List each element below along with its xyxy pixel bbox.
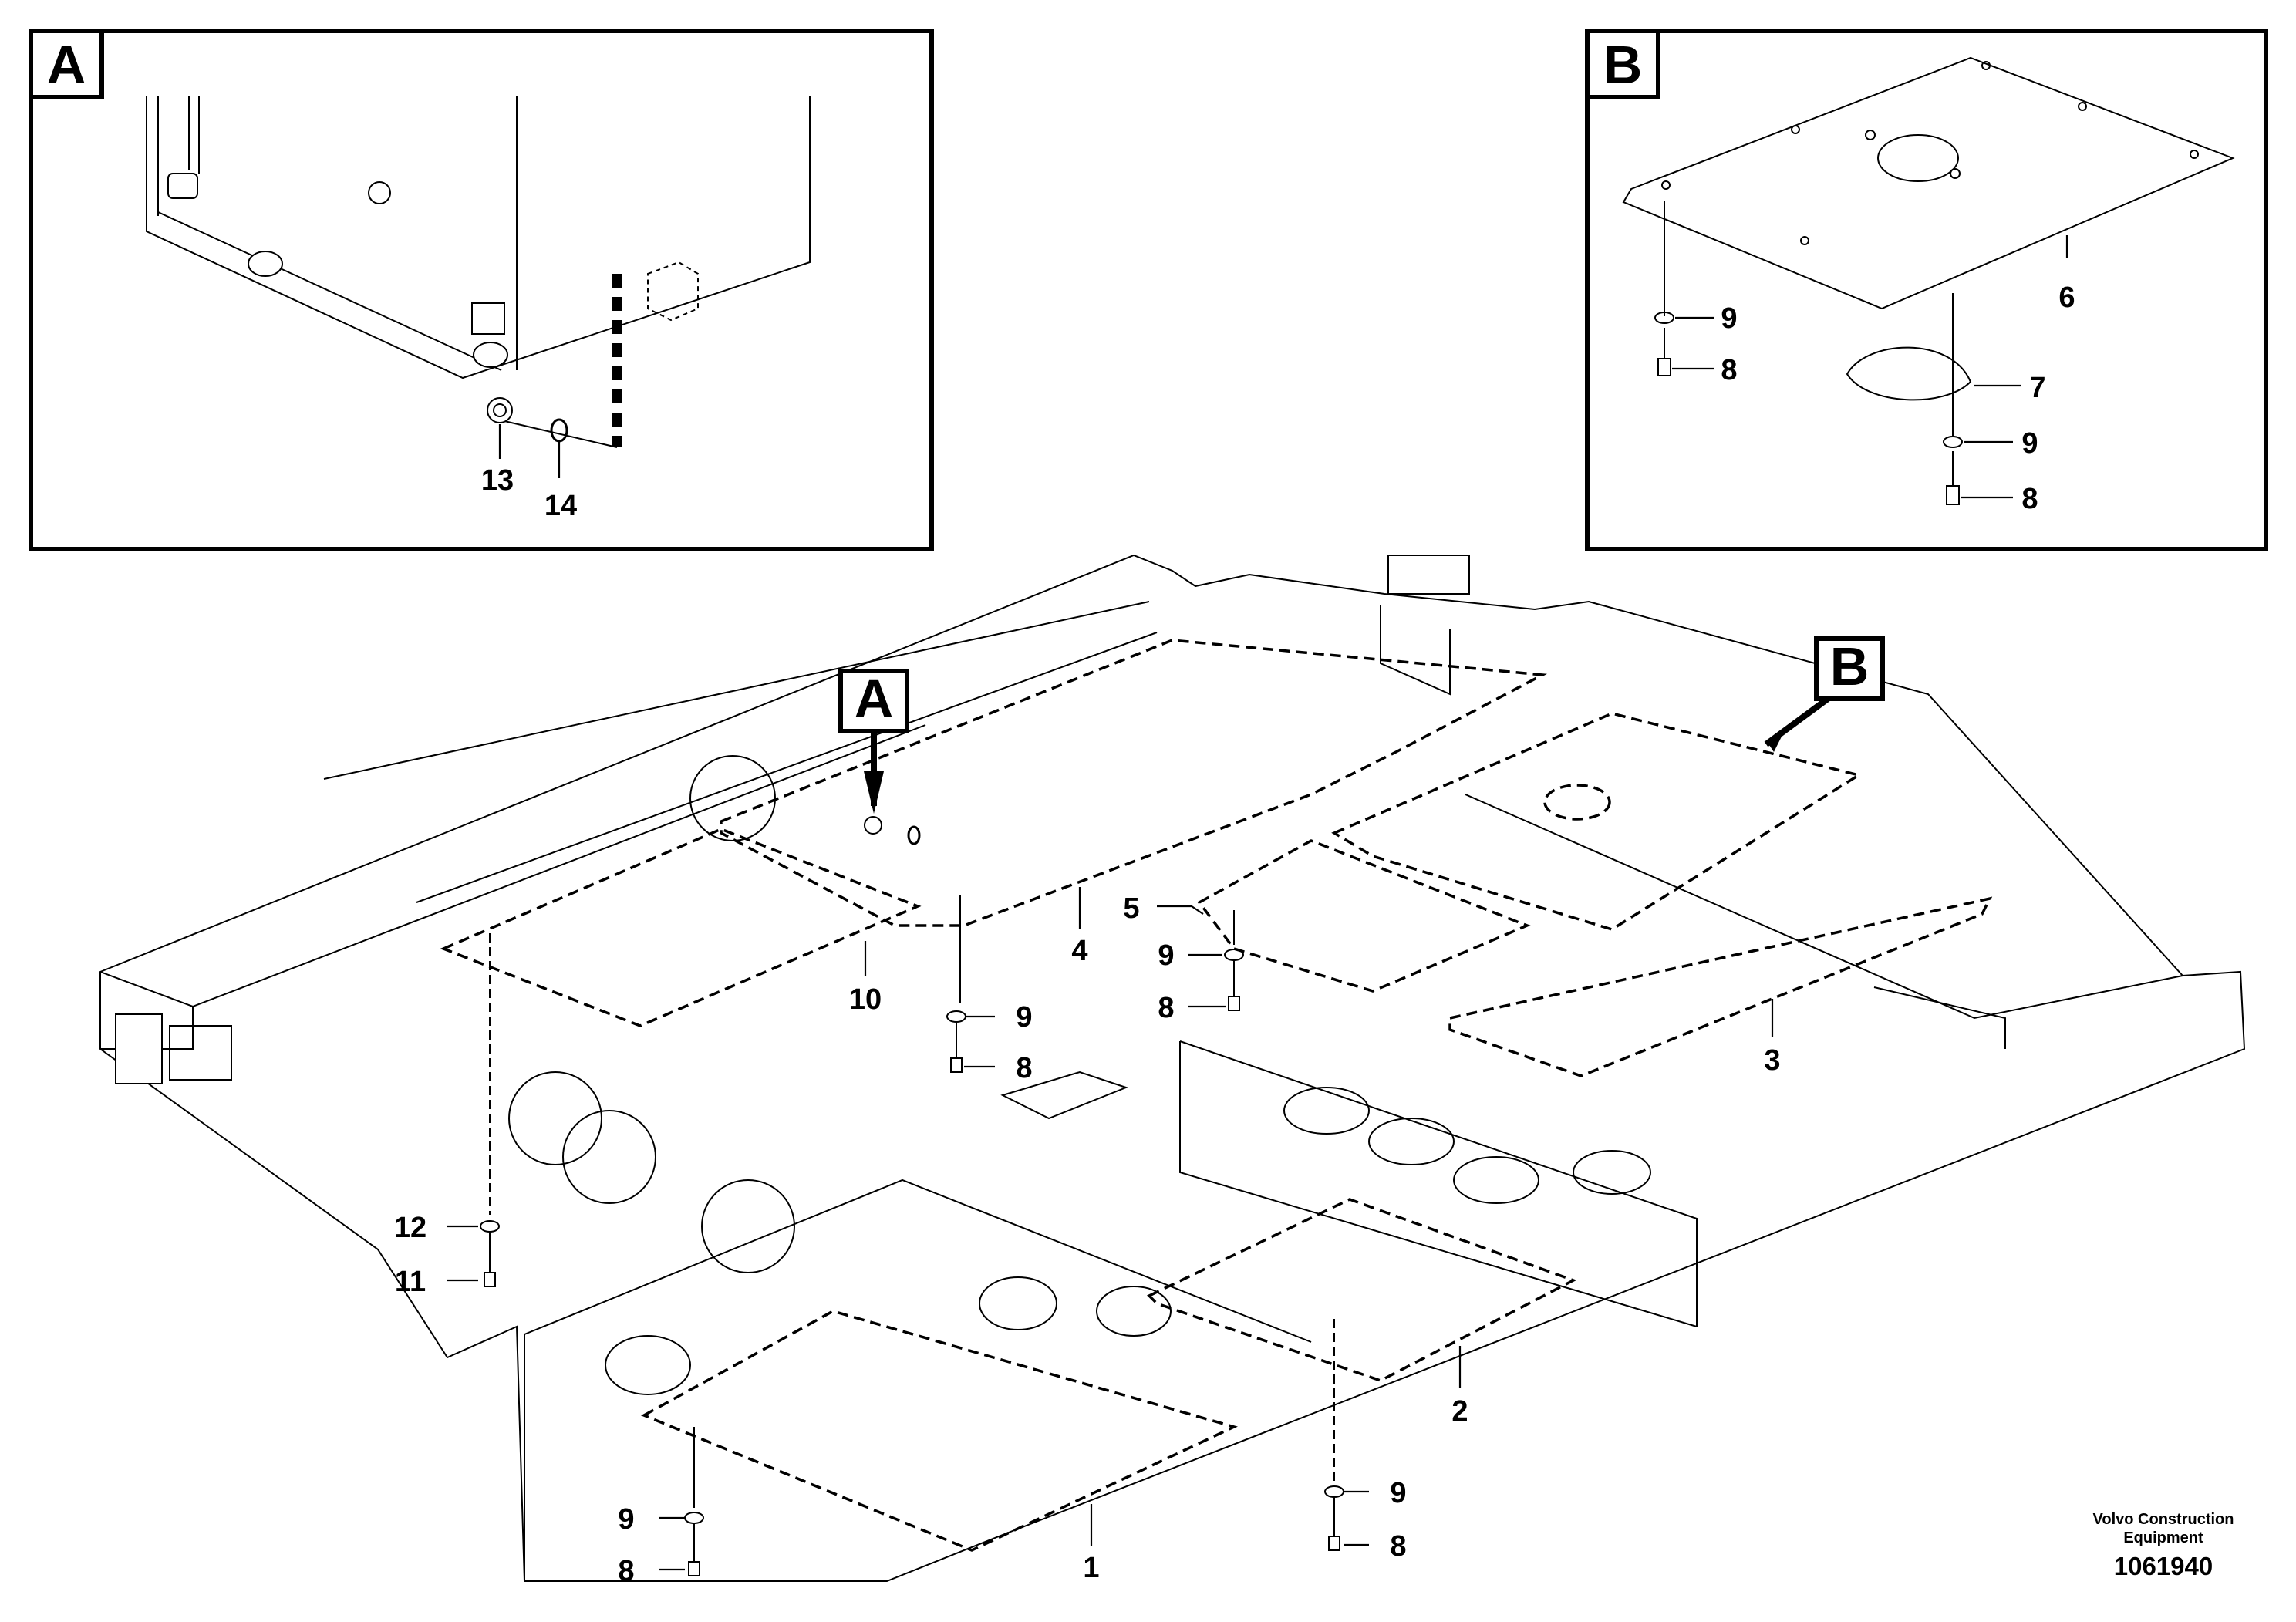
inset-a-letter: A <box>47 35 86 95</box>
fuel-tank-detail <box>146 96 811 478</box>
fasteners <box>480 816 1344 1576</box>
callout-9-b1: 9 <box>1721 302 1737 335</box>
brand-line-1: Volvo Construction <box>2093 1511 2234 1528</box>
tag-a-letter: A <box>855 669 894 729</box>
callout-6: 6 <box>2058 282 2075 314</box>
callout-8-main-d: 8 <box>1390 1530 1406 1563</box>
callout-8-main-c: 8 <box>618 1555 634 1587</box>
upper-frame <box>99 554 2246 1582</box>
inset-b-letter: B <box>1603 35 1643 95</box>
callout-9-main-a: 9 <box>1158 939 1174 972</box>
cover-plate-detail <box>1622 56 2235 505</box>
callout-9-main-d: 9 <box>1390 1477 1406 1509</box>
brand-line-2: Equipment <box>2123 1529 2203 1546</box>
footer: Volvo Construction Equipment 1061940 <box>2093 1511 2234 1580</box>
callout-4: 4 <box>1071 935 1087 967</box>
callout-2: 2 <box>1451 1395 1468 1428</box>
callout-10: 10 <box>849 983 882 1016</box>
callout-1: 1 <box>1083 1552 1099 1584</box>
callout-8-b1: 8 <box>1721 354 1737 386</box>
tag-b-letter: B <box>1830 636 1870 696</box>
callout-14: 14 <box>544 490 577 522</box>
callout-8-b2: 8 <box>2021 483 2038 515</box>
tag-b: B <box>1764 636 1885 752</box>
document-number: 1061940 <box>2114 1552 2213 1580</box>
leader-lines <box>447 887 1774 1571</box>
callout-12: 12 <box>394 1212 426 1244</box>
callout-11: 11 <box>395 1266 426 1298</box>
callout-7: 7 <box>2029 372 2045 404</box>
callout-8-main-b: 8 <box>1016 1052 1032 1084</box>
callout-5: 5 <box>1123 892 1139 925</box>
tag-a: A <box>838 669 909 814</box>
callout-9-b2: 9 <box>2021 427 2038 460</box>
callout-8-main-a: 8 <box>1158 992 1174 1024</box>
inset-a: A 13 14 <box>29 29 934 551</box>
cover-plates <box>440 639 1993 1552</box>
callout-13: 13 <box>481 464 514 497</box>
callout-3: 3 <box>1764 1044 1780 1077</box>
callout-9-main-b: 9 <box>1016 1001 1032 1034</box>
callout-9-main-c: 9 <box>618 1503 634 1536</box>
inset-b: B 9 8 <box>1585 29 2268 551</box>
